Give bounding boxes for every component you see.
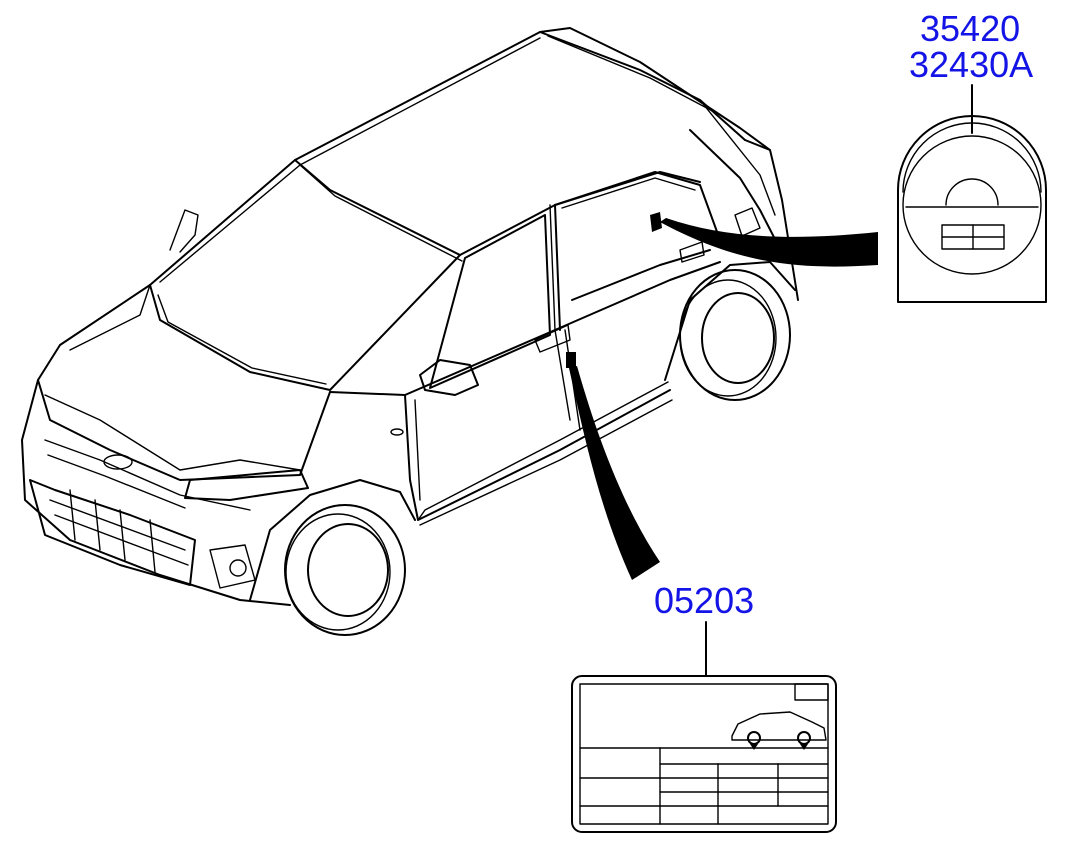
tire-placard-part-number: 05203 [654, 580, 755, 621]
tire-placard-drawing [571, 621, 837, 833]
fuel-label-part-number: 32430A [909, 44, 1034, 85]
car-illustration [21, 27, 799, 636]
fuel-cap-part-number: 35420 [920, 8, 1021, 49]
fuel-cap-label-drawing [897, 84, 1047, 303]
fuel-label-leader [650, 212, 878, 267]
tire-label-leader [566, 352, 660, 580]
